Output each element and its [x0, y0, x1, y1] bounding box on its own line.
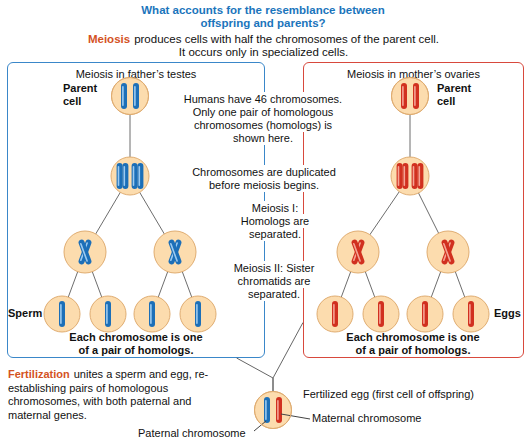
- step-note: Meiosis I: Homologs are separated.: [239, 201, 311, 241]
- gamete-label: Eggs: [494, 307, 521, 319]
- callout-label: Maternal chromosome: [312, 412, 421, 424]
- cell: [255, 392, 292, 429]
- chromosome: [59, 301, 65, 327]
- cell: [64, 231, 106, 273]
- cell: [407, 296, 443, 332]
- text-block: Maternal chromosome: [312, 412, 432, 425]
- cell-label: Parent cell: [437, 82, 477, 108]
- text-block: Eggs: [494, 307, 524, 320]
- chromosome: [132, 163, 144, 189]
- text-block: Meiosis I: Homologs are separated.: [237, 202, 313, 241]
- chromosome: [121, 83, 127, 109]
- key-term: Fertilization: [8, 368, 70, 380]
- gamete-note: Each chromosome is one of a pair of homo…: [346, 331, 479, 356]
- chromosome: [264, 397, 270, 423]
- connector-line: [273, 323, 303, 392]
- text-block: Meiosis II: Sister chromatids are separa…: [219, 262, 329, 301]
- chromosome: [397, 163, 409, 189]
- cell: [317, 296, 353, 332]
- chromosome: [195, 301, 201, 327]
- cell: [111, 157, 149, 195]
- definition-text: produces cells with half the chromosomes…: [134, 33, 439, 58]
- parent-cell: Parent cell: [111, 77, 149, 115]
- chromosome: [332, 301, 338, 327]
- chromosome: [468, 301, 474, 327]
- cell: [391, 157, 429, 195]
- cell: [90, 296, 126, 332]
- text-block: Each chromosome is one of a pair of homo…: [69, 331, 203, 357]
- connector-line: [237, 358, 273, 391]
- parent-cell: Parent cell: [391, 77, 429, 115]
- chromosome: [78, 239, 93, 265]
- text-block: Fertilizationunites a sperm and egg, re-…: [8, 368, 223, 422]
- chromosome: [276, 397, 282, 423]
- note-text: Humans have 46 chromosomes. Only one pai…: [182, 92, 344, 145]
- cell: [392, 78, 429, 115]
- key-term: Meiosis: [88, 33, 130, 45]
- cell: [44, 296, 80, 332]
- chromosome: [401, 83, 407, 109]
- text-block: Paternal chromosome: [138, 427, 266, 440]
- panel-heading: Meiosis in father’s testes: [8, 63, 264, 81]
- step-note: Meiosis II: Sister chromatids are separa…: [232, 261, 317, 301]
- fertilized-egg: Fertilized egg (first cell of offspring): [254, 391, 292, 429]
- cell: [112, 78, 149, 115]
- chromosome: [441, 239, 456, 265]
- text-block: Sperm: [8, 307, 48, 320]
- cell: [427, 231, 469, 273]
- chromosome: [378, 301, 384, 327]
- chromosome: [413, 83, 419, 109]
- chromosome: [351, 239, 366, 265]
- cell: [453, 296, 489, 332]
- chromosome: [105, 301, 111, 327]
- cell: [134, 296, 170, 332]
- chromosome: [412, 163, 424, 189]
- callout-label: Paternal chromosome: [138, 427, 246, 439]
- panel-heading: Meiosis in mother’s ovaries: [304, 63, 523, 81]
- text-block: Humans have 46 chromosomes. Only one pai…: [179, 93, 347, 145]
- gamete-note: Each chromosome is one of a pair of homo…: [69, 331, 202, 356]
- meiosis-panel: Meiosis in mother’s ovariesParent cell: [303, 62, 524, 358]
- chromosome: [422, 301, 428, 327]
- cell-label: Parent cell: [63, 82, 103, 108]
- chromosome: [149, 301, 155, 327]
- gamete-label: Sperm: [8, 307, 42, 319]
- cell: [337, 231, 379, 273]
- step-note: Chromosomes are duplicated before meiosi…: [190, 165, 338, 192]
- text-block: Chromosomes are duplicated before meiosi…: [190, 166, 338, 192]
- cell: [154, 231, 196, 273]
- diagram-title: What accounts for the resemblance betwee…: [133, 4, 393, 30]
- chromosome: [117, 163, 129, 189]
- cell: [180, 296, 216, 332]
- leader-line: [254, 414, 310, 431]
- text-block: Meiosis produces cells with half the chro…: [86, 33, 441, 59]
- chromosome: [168, 239, 183, 265]
- chromosome: [133, 83, 139, 109]
- cell: [363, 296, 399, 332]
- text-block: Each chromosome is one of a pair of homo…: [346, 331, 480, 357]
- cell-label: Fertilized egg (first cell of offspring): [303, 388, 474, 401]
